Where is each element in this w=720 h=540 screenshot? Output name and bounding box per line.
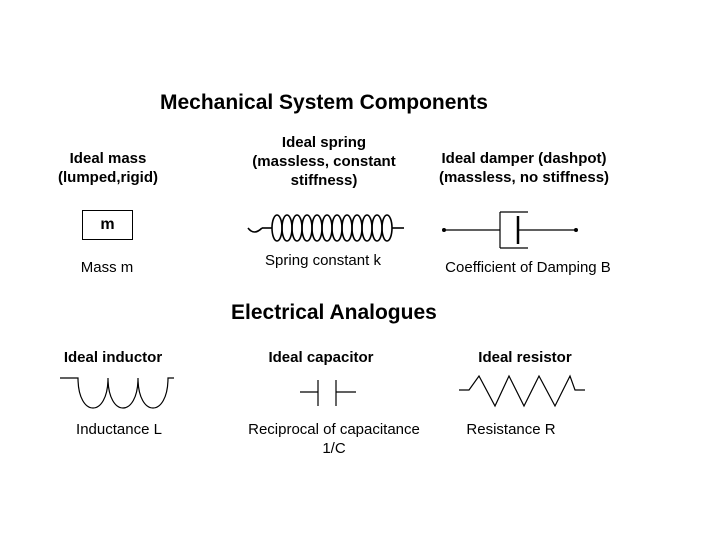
spring-title: Ideal spring (massless, constant stiffne… bbox=[252, 134, 396, 189]
mechanical-section-title: Mechanical System Components bbox=[160, 91, 488, 114]
capacitor-symbol bbox=[300, 380, 356, 406]
resistor-title: Ideal resistor bbox=[478, 349, 572, 366]
capacitor-title: Ideal capacitor bbox=[268, 349, 374, 366]
capacitor-caption: Reciprocal of capacitance 1/C bbox=[248, 421, 420, 457]
spring-caption: Spring constant k bbox=[265, 252, 381, 269]
resistor-caption: Resistance R bbox=[466, 421, 556, 438]
mass-symbol-label: m bbox=[100, 216, 115, 233]
mass-symbol: m bbox=[82, 210, 133, 240]
inductor-title: Ideal inductor bbox=[63, 349, 163, 366]
electrical-section-title: Electrical Analogues bbox=[231, 301, 437, 324]
damper-title: Ideal damper (dashpot) (massless, no sti… bbox=[438, 150, 610, 186]
mass-title: Ideal mass (lumped,rigid) bbox=[58, 150, 158, 186]
resistor-symbol bbox=[459, 374, 585, 408]
spring-symbol bbox=[247, 214, 404, 242]
damper-symbol bbox=[442, 211, 578, 249]
damper-caption: Coefficient of Damping B bbox=[445, 259, 611, 276]
inductor-symbol bbox=[60, 377, 174, 409]
inductor-caption: Inductance L bbox=[76, 421, 162, 438]
mass-caption: Mass m bbox=[80, 259, 134, 276]
